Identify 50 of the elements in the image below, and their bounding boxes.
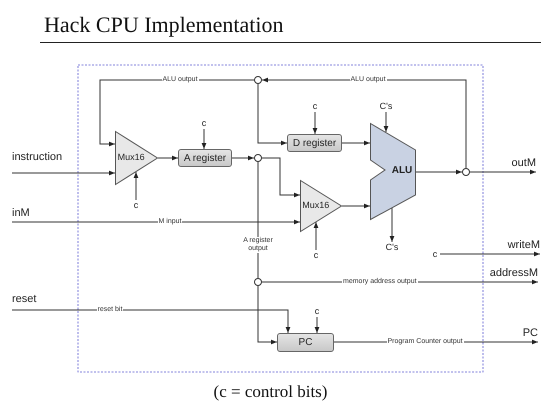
arrow bbox=[158, 156, 178, 160]
arrow bbox=[312, 112, 318, 134]
register-label: D register bbox=[292, 138, 338, 148]
arrow bbox=[12, 220, 300, 224]
arrow bbox=[232, 156, 254, 160]
arrow bbox=[470, 170, 536, 174]
control-label: C's bbox=[378, 101, 394, 112]
input-label: reset bbox=[12, 293, 48, 310]
arrow bbox=[342, 140, 370, 146]
arrow bbox=[12, 310, 290, 334]
arrow bbox=[314, 222, 318, 250]
register-label: A register bbox=[182, 152, 228, 164]
junction-dot bbox=[462, 168, 470, 176]
junction-dot bbox=[254, 278, 262, 286]
alu-label: ALU bbox=[390, 164, 414, 176]
arrow bbox=[342, 204, 370, 208]
arrow bbox=[416, 170, 462, 174]
output-label: addressM bbox=[486, 267, 538, 282]
register-box bbox=[287, 134, 342, 152]
title: Hack CPU Implementation bbox=[44, 12, 284, 38]
arrow bbox=[12, 170, 116, 176]
junction-dot bbox=[254, 154, 262, 162]
mux-label: Mux16 bbox=[116, 152, 146, 162]
arrow bbox=[202, 128, 206, 150]
arrow bbox=[258, 286, 278, 344]
control-label: c bbox=[131, 200, 141, 211]
control-label: c bbox=[430, 249, 440, 260]
control-label: c bbox=[199, 118, 209, 129]
output-label: writeM bbox=[500, 239, 540, 254]
arrow bbox=[262, 158, 300, 198]
output-label: PC bbox=[516, 327, 538, 342]
arrow bbox=[314, 316, 320, 334]
register-box bbox=[178, 149, 232, 167]
arrow bbox=[258, 84, 288, 146]
arrow bbox=[390, 208, 394, 242]
output-label: outM bbox=[500, 157, 536, 172]
control-label: C's bbox=[384, 242, 400, 253]
junction-dot bbox=[254, 76, 262, 84]
arrow bbox=[440, 252, 540, 256]
arrow bbox=[384, 112, 388, 132]
arrow bbox=[134, 172, 138, 200]
input-label: instruction bbox=[12, 151, 82, 173]
control-label: c bbox=[310, 101, 320, 112]
input-label: inM bbox=[12, 207, 42, 222]
register-box bbox=[277, 333, 334, 352]
register-label: PC bbox=[298, 337, 314, 348]
caption: (c = control bits) bbox=[212, 382, 328, 402]
control-label: c bbox=[312, 306, 322, 317]
control-label: c bbox=[311, 250, 321, 261]
mux-label: Mux16 bbox=[301, 200, 330, 210]
